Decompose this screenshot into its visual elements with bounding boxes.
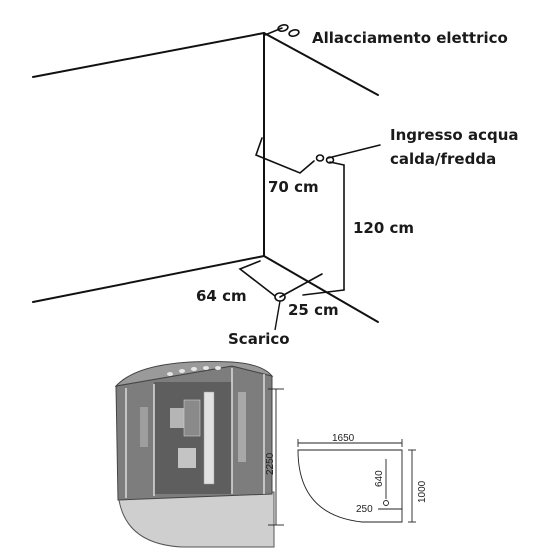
shower-column <box>203 391 215 485</box>
width-1650-label: 1650 <box>332 433 355 444</box>
height-2250-label: 2250 <box>265 452 276 475</box>
jet-panel-right <box>238 392 246 462</box>
drain-label: Scarico <box>228 330 290 348</box>
electrical-leader <box>264 27 283 36</box>
roof-light <box>215 366 221 370</box>
dim-120-line <box>329 161 345 291</box>
product-dimension-drawing: 2250 1650 1000 640 250 <box>265 388 428 526</box>
control-panel <box>170 408 184 428</box>
roof-light <box>179 369 185 373</box>
drain-point-icon <box>383 500 389 506</box>
dimension-64cm-label: 64 cm <box>196 287 247 305</box>
dimension-120cm-label: 120 cm <box>353 219 415 237</box>
water-pipe-line <box>254 137 315 174</box>
shower-cabin-illustration <box>114 361 275 548</box>
offset-250-label: 250 <box>356 504 373 515</box>
dim-120-base <box>302 289 345 296</box>
dim-25-line <box>279 273 323 298</box>
water-inlet-icon <box>325 156 335 164</box>
water-leader <box>327 144 381 159</box>
water-inlet-label-line2: calda/fredda <box>390 150 497 168</box>
left-wall-top-edge <box>32 32 265 78</box>
roof-light <box>191 367 197 371</box>
drain-leader <box>274 300 281 331</box>
mirror <box>183 399 201 437</box>
jet-panel-left <box>140 407 148 447</box>
depth-1000-label: 1000 <box>417 480 428 503</box>
water-inlet-icon <box>315 154 325 162</box>
left-floor-edge <box>32 255 265 303</box>
room-corner-schematic <box>32 24 381 331</box>
electrical-connection-label: Allacciamento elettrico <box>312 29 508 47</box>
cabin-roof <box>114 361 274 387</box>
roof-light <box>167 372 173 376</box>
floor-measure-line <box>238 260 276 297</box>
electrical-outlet-icon <box>277 24 289 32</box>
dimension-25cm-label: 25 cm <box>288 301 339 319</box>
right-wall-top-edge <box>263 32 379 96</box>
plan-view-outline <box>297 449 403 523</box>
back-wall-panel <box>154 382 232 494</box>
water-inlet-label-line1: Ingresso acqua <box>390 126 519 144</box>
roof-light <box>203 366 209 370</box>
right-floor-edge <box>263 255 379 323</box>
dimension-70cm-label: 70 cm <box>268 178 319 196</box>
electrical-outlet-icon <box>288 29 300 37</box>
offset-640-label: 640 <box>374 470 385 487</box>
seat-panel <box>178 448 196 468</box>
shower-tray <box>117 491 275 548</box>
